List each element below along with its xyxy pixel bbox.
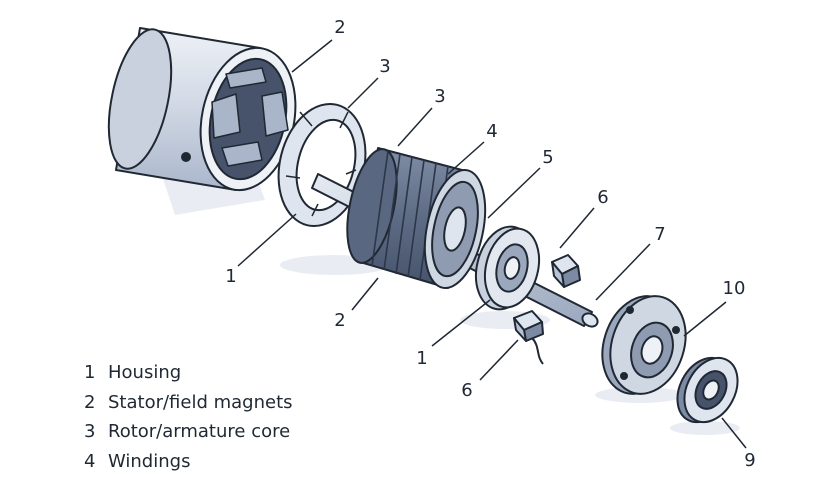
callout-housing-left: 1 <box>225 266 236 287</box>
bearing-disc <box>474 225 541 311</box>
callout-labels: 2 3 3 4 5 6 7 10 1 2 1 6 9 <box>225 17 755 471</box>
housing <box>107 27 297 192</box>
housing-inner-magnets <box>211 67 289 167</box>
rotor <box>346 147 487 289</box>
legend-text: Rotor/armature core <box>108 421 291 442</box>
legend-number: 4 <box>84 450 96 472</box>
callout-housing-top: 2 <box>334 17 345 38</box>
legend-item-windings: 4 Windings <box>84 447 293 477</box>
brush-top <box>551 254 581 288</box>
legend-number: 2 <box>84 391 96 413</box>
small-bearing <box>676 356 739 424</box>
callout-rotor-bottom: 2 <box>334 310 345 331</box>
callout-brush-top: 6 <box>597 187 608 208</box>
legend-number: 1 <box>84 362 96 383</box>
callout-end-plate: 10 <box>723 278 746 299</box>
legend-item-rotor: 3 Rotor/armature core <box>84 417 293 447</box>
end-plate <box>601 295 687 395</box>
legend-text: Housing <box>108 362 182 383</box>
callout-small-bearing: 9 <box>744 450 755 471</box>
callout-rotor-top: 3 <box>434 86 445 107</box>
legend-item-stator: 2 Stator/field magnets <box>84 388 293 418</box>
callout-winding-top: 4 <box>486 121 497 142</box>
legend-number: 3 <box>84 421 96 442</box>
legend-text: Windings <box>108 450 191 472</box>
legend-item-housing: 1 Housing <box>84 358 293 388</box>
brush-bottom <box>513 310 544 365</box>
callout-brush-bottom: 6 <box>461 380 472 401</box>
callout-shaft-tip: 7 <box>654 224 665 245</box>
legend-text: Stator/field magnets <box>108 391 293 413</box>
callout-magnet-ring-top: 3 <box>379 56 390 77</box>
parts-legend: 1 Housing 2 Stator/field magnets 3 Rotor… <box>84 358 293 476</box>
leader-lines <box>237 39 747 449</box>
callout-bearing-bottom: 1 <box>416 348 427 369</box>
callout-bearing-top: 5 <box>542 147 553 168</box>
